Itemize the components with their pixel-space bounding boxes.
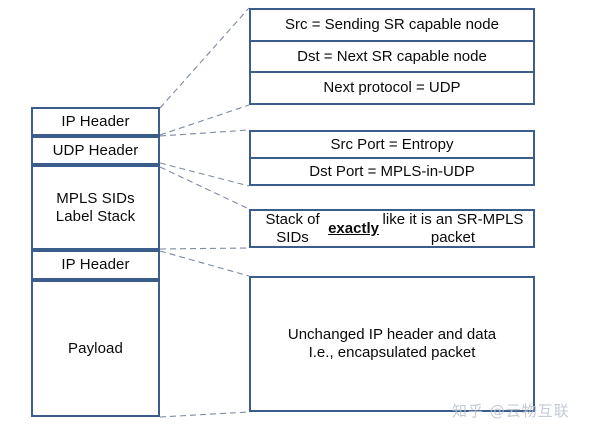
sid-detail-text-after: like it is an SR-MPLS packet (382, 211, 524, 246)
connector-udp-header-bottom (159, 162, 250, 187)
watermark: 知乎 @云物互联 (452, 402, 570, 420)
sid-detail-text-emphasis: exactly (328, 219, 379, 237)
detail-row-sid-stack: Stack of SIDs exactly like it is an SR-M… (251, 211, 533, 246)
sid-detail-text-before: Stack of SIDs (265, 211, 320, 246)
connector-udp-header-top (159, 129, 250, 137)
detail-row-dst-port: Dst Port = MPLS-in-UDP (309, 162, 475, 180)
detail-row-payload: Unchanged IP header and data I.e., encap… (287, 326, 497, 361)
detail-row-dst: Dst = Next SR capable node (251, 42, 533, 74)
connector-sid-stack-bottom (159, 247, 250, 250)
detail-row-next-protocol: Next protocol = UDP (323, 79, 461, 97)
stack-layer-outer-ip-header[interactable]: IP Header (31, 107, 160, 136)
connector-ip-header-top (159, 7, 250, 109)
stack-layer-mpls-sids-label-stack[interactable]: MPLS SIDs Label Stack (31, 165, 160, 250)
stack-layer-label: IP Header (61, 112, 130, 130)
connector-ip-header-bottom (159, 104, 250, 136)
stack-layer-label: UDP Header (52, 141, 139, 159)
stack-layer-inner-ip-header[interactable]: IP Header (31, 250, 160, 280)
connector-payload-top (159, 250, 250, 277)
udp-header-detail-box: Src Port = Entropy Dst Port = MPLS-in-UD… (249, 130, 535, 186)
stack-layer-udp-header[interactable]: UDP Header (31, 136, 160, 165)
connector-payload-bottom (159, 411, 250, 418)
stack-layer-label: MPLS SIDs Label Stack (55, 189, 136, 225)
connector-sid-stack-top (159, 166, 250, 210)
payload-detail-box: Unchanged IP header and data I.e., encap… (249, 276, 535, 412)
detail-row-src-port: Src Port = Entropy (251, 132, 533, 159)
sid-stack-detail-box: Stack of SIDs exactly like it is an SR-M… (249, 209, 535, 248)
detail-row-src: Src = Sending SR capable node (251, 10, 533, 42)
stack-layer-payload[interactable]: Payload (31, 280, 160, 417)
stack-layer-label: Payload (68, 339, 123, 357)
stack-layer-label: IP Header (61, 256, 130, 274)
ip-header-detail-box: Src = Sending SR capable node Dst = Next… (249, 8, 535, 105)
